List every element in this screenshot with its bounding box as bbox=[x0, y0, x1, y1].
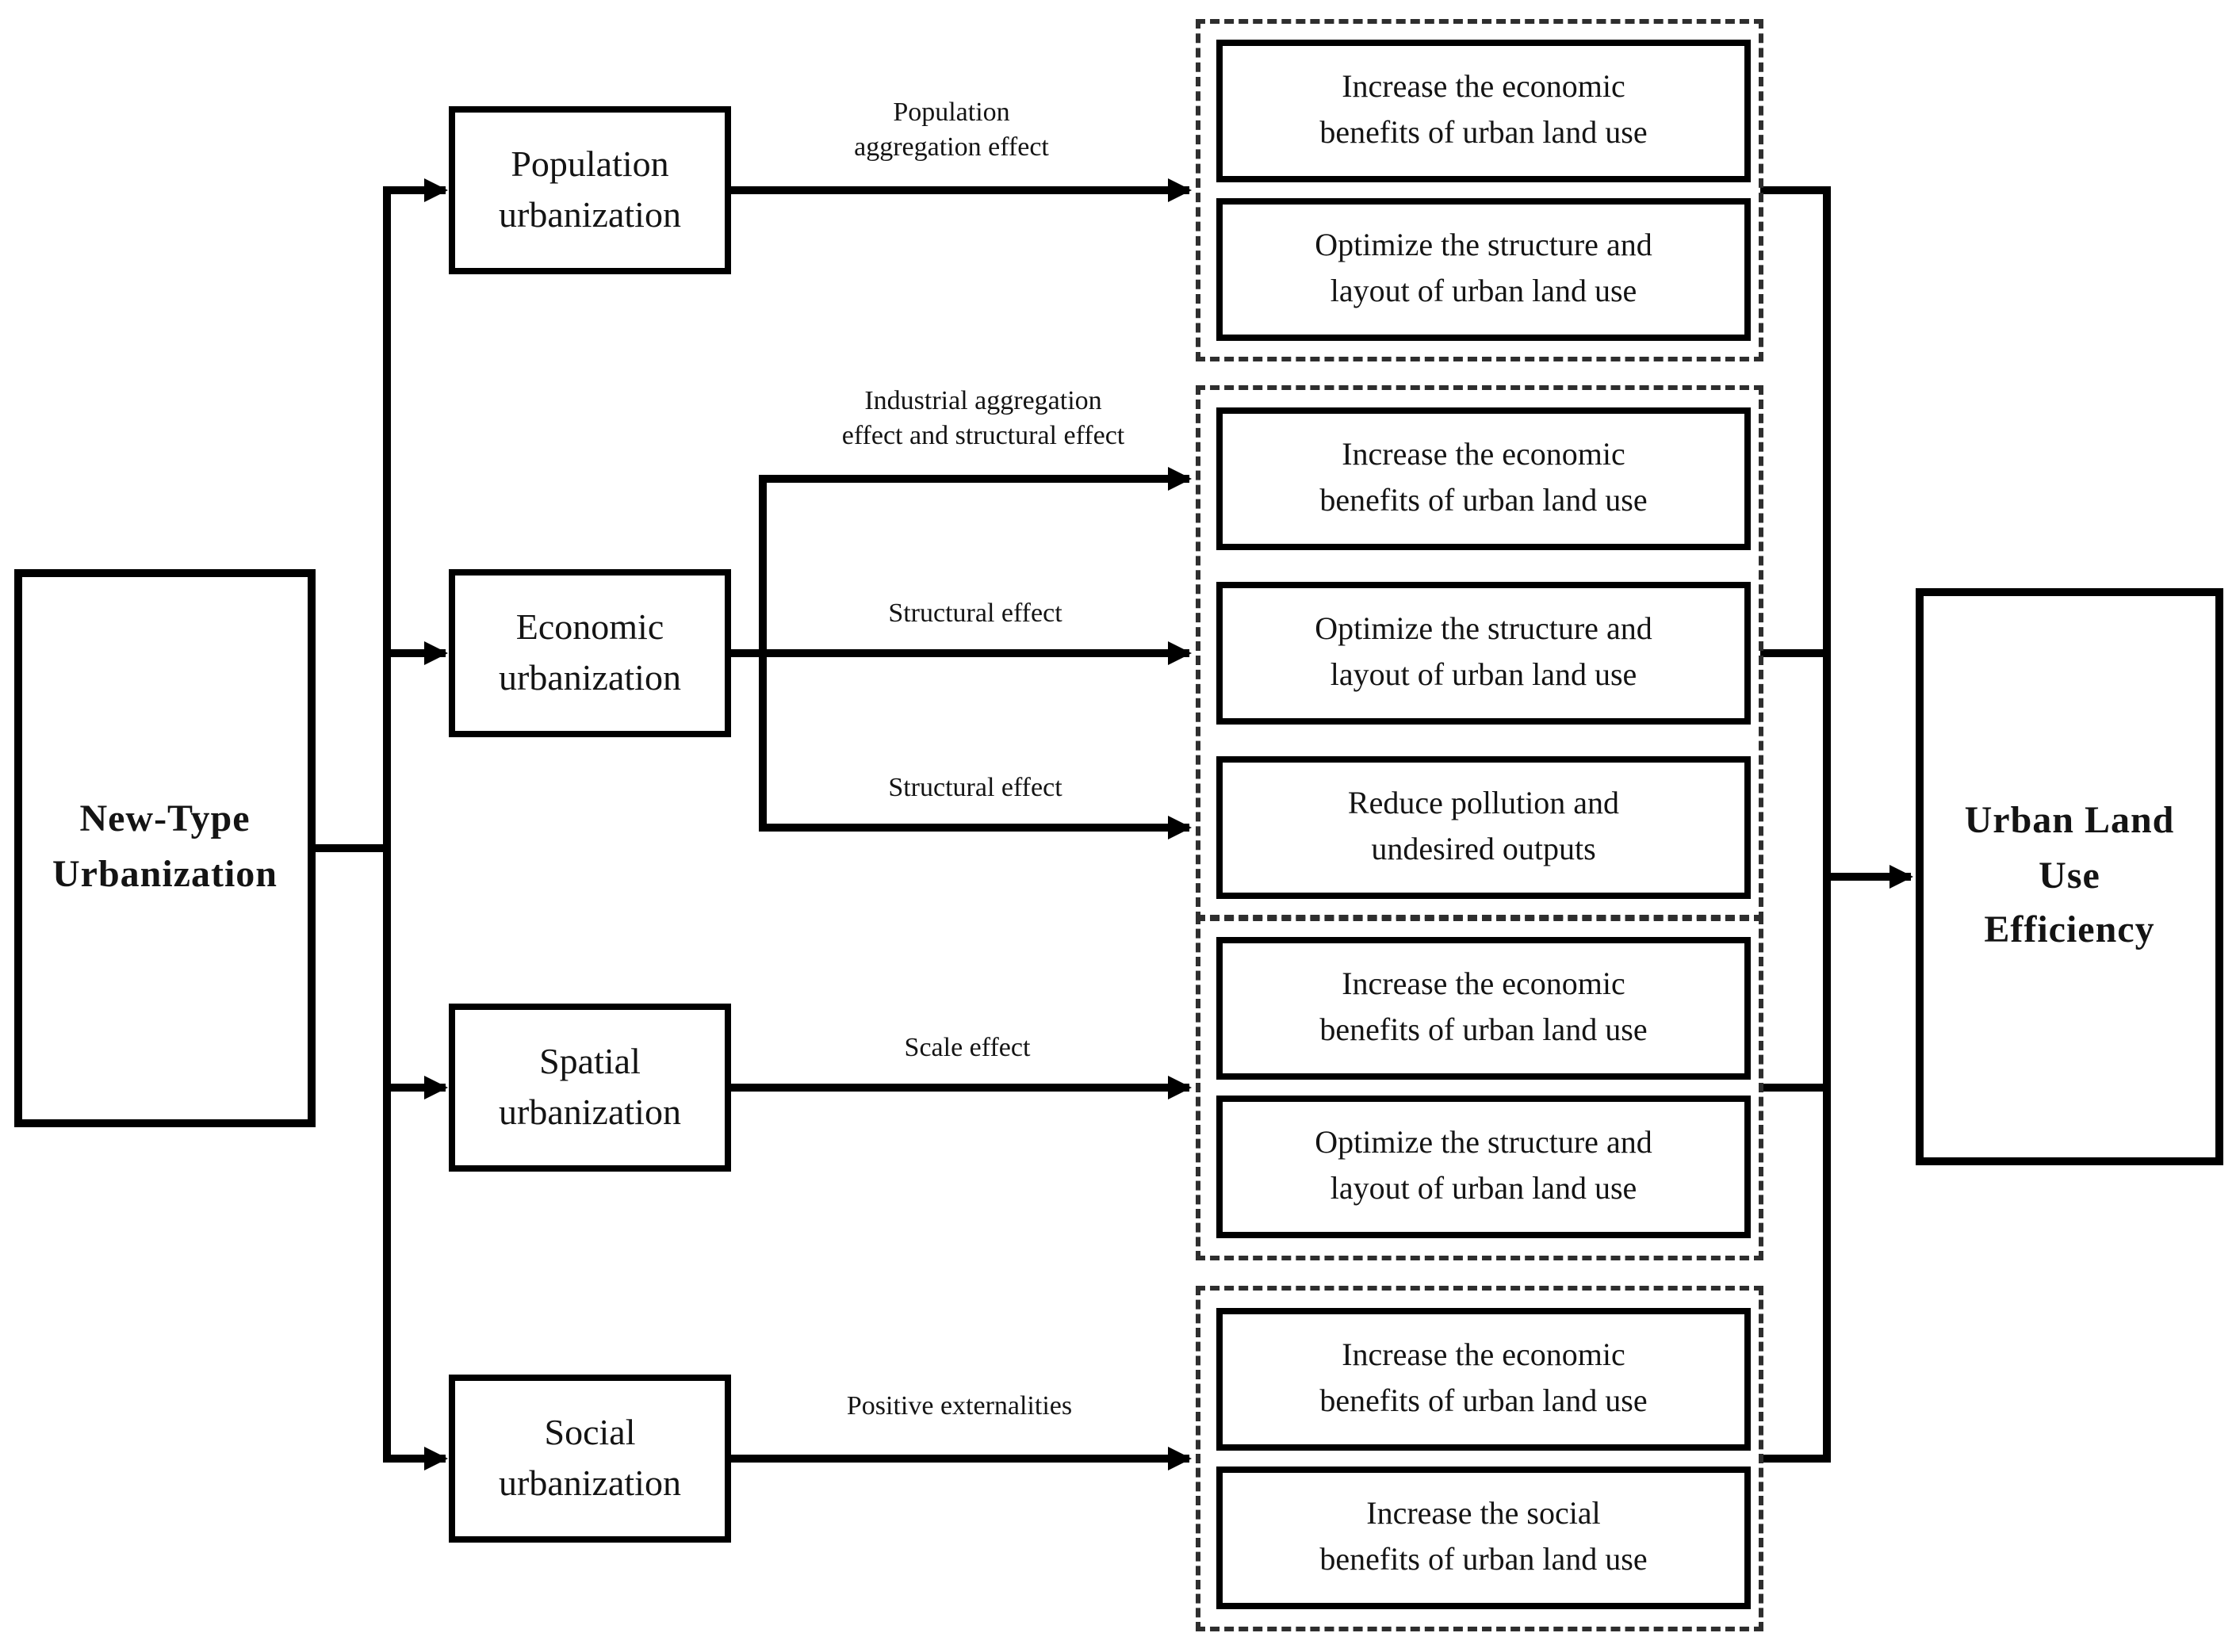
box-label-line: urbanization bbox=[499, 195, 681, 235]
arrow-label-line: Structural effect bbox=[888, 772, 1062, 802]
source-box-new-type-urbanization: New-Type Urbanization bbox=[14, 569, 316, 1127]
outcome-box-line: Use bbox=[2039, 855, 2100, 897]
label-population-aggregation-effect: Population aggregation effect bbox=[761, 95, 1142, 165]
outcome-box: Increase the economic benefits of urban … bbox=[1216, 407, 1751, 550]
box-label-line: Spatial bbox=[539, 1041, 641, 1081]
outcome-box-line: Increase the economic bbox=[1342, 70, 1625, 105]
box-label-line: urbanization bbox=[499, 658, 681, 698]
outcome-box-line: Optimize the structure and bbox=[1315, 1126, 1652, 1161]
outcome-box: Optimize the structure and layout of urb… bbox=[1216, 582, 1751, 725]
outcome-box-urban-land-use-efficiency: Urban Land Use Efficiency bbox=[1916, 588, 2223, 1165]
outcome-box-line: benefits of urban land use bbox=[1319, 1013, 1648, 1048]
arrow-label-line: Positive externalities bbox=[846, 1390, 1073, 1421]
arrow-label-line: effect and structural effect bbox=[841, 420, 1125, 451]
outcome-box-line: layout of urban land use bbox=[1330, 1172, 1637, 1206]
box-label-line: urbanization bbox=[499, 1092, 681, 1132]
outcome-box-line: undesired outputs bbox=[1371, 832, 1596, 867]
arrow-label-line: Population bbox=[893, 97, 1010, 127]
box-economic-urbanization: Economic urbanization bbox=[449, 569, 731, 737]
outcome-box-line: Optimize the structure and bbox=[1315, 228, 1652, 263]
outcome-box-line: Increase the economic bbox=[1342, 1338, 1625, 1373]
arrow-label-line: Scale effect bbox=[904, 1032, 1031, 1062]
outcome-box-line: benefits of urban land use bbox=[1319, 484, 1648, 518]
box-population-urbanization: Population urbanization bbox=[449, 106, 731, 274]
box-social-urbanization: Social urbanization bbox=[449, 1375, 731, 1543]
outcome-box-line: layout of urban land use bbox=[1330, 274, 1637, 309]
outcome-box-line: Reduce pollution and bbox=[1347, 786, 1620, 821]
outcome-box: Reduce pollution and undesired outputs bbox=[1216, 756, 1751, 899]
box-label-line: Social bbox=[544, 1412, 636, 1452]
group-population-effects bbox=[1196, 19, 1763, 361]
outcome-box: Increase the economic benefits of urban … bbox=[1216, 937, 1751, 1080]
source-box-line: New-Type bbox=[79, 799, 251, 841]
source-box-line: Urbanization bbox=[52, 855, 278, 896]
box-label-line: Population bbox=[511, 143, 669, 184]
box-label-line: Economic bbox=[515, 606, 664, 647]
outcome-box-line: benefits of urban land use bbox=[1319, 1543, 1648, 1577]
outcome-box-line: benefits of urban land use bbox=[1319, 116, 1648, 151]
outcome-box: Optimize the structure and layout of urb… bbox=[1216, 198, 1751, 341]
box-label-line: urbanization bbox=[499, 1463, 681, 1503]
outcome-box: Increase the economic benefits of urban … bbox=[1216, 1308, 1751, 1451]
label-structural-effect-1: Structural effect bbox=[785, 596, 1166, 631]
outcome-box-line: Efficiency bbox=[1984, 910, 2155, 952]
outcome-box-line: Increase the economic bbox=[1342, 438, 1625, 472]
outcome-box-line: layout of urban land use bbox=[1330, 658, 1637, 693]
box-spatial-urbanization: Spatial urbanization bbox=[449, 1004, 731, 1172]
arrow-label-line: Industrial aggregation bbox=[864, 385, 1102, 415]
group-spatial-effects bbox=[1196, 915, 1763, 1260]
outcome-box: Increase the economic benefits of urban … bbox=[1216, 40, 1751, 182]
label-structural-effect-2: Structural effect bbox=[785, 771, 1166, 805]
outcome-box-line: Optimize the structure and bbox=[1315, 612, 1652, 647]
outcome-box: Increase the social benefits of urban la… bbox=[1216, 1467, 1751, 1609]
outcome-box: Optimize the structure and layout of urb… bbox=[1216, 1096, 1751, 1238]
outcome-box-line: Increase the social bbox=[1366, 1497, 1601, 1532]
arrow-label-line: Structural effect bbox=[888, 598, 1062, 628]
outcome-box-line: Urban Land bbox=[1964, 800, 2175, 842]
outcome-box-line: benefits of urban land use bbox=[1319, 1384, 1648, 1419]
label-positive-externalities: Positive externalities bbox=[761, 1389, 1158, 1424]
label-scale-effect: Scale effect bbox=[785, 1031, 1150, 1065]
arrow-label-line: aggregation effect bbox=[854, 132, 1049, 163]
group-social-effects bbox=[1196, 1286, 1763, 1631]
label-industrial-aggregation-structural-effect: Industrial aggregation effect and struct… bbox=[753, 384, 1213, 453]
outcome-box-line: Increase the economic bbox=[1342, 967, 1625, 1002]
